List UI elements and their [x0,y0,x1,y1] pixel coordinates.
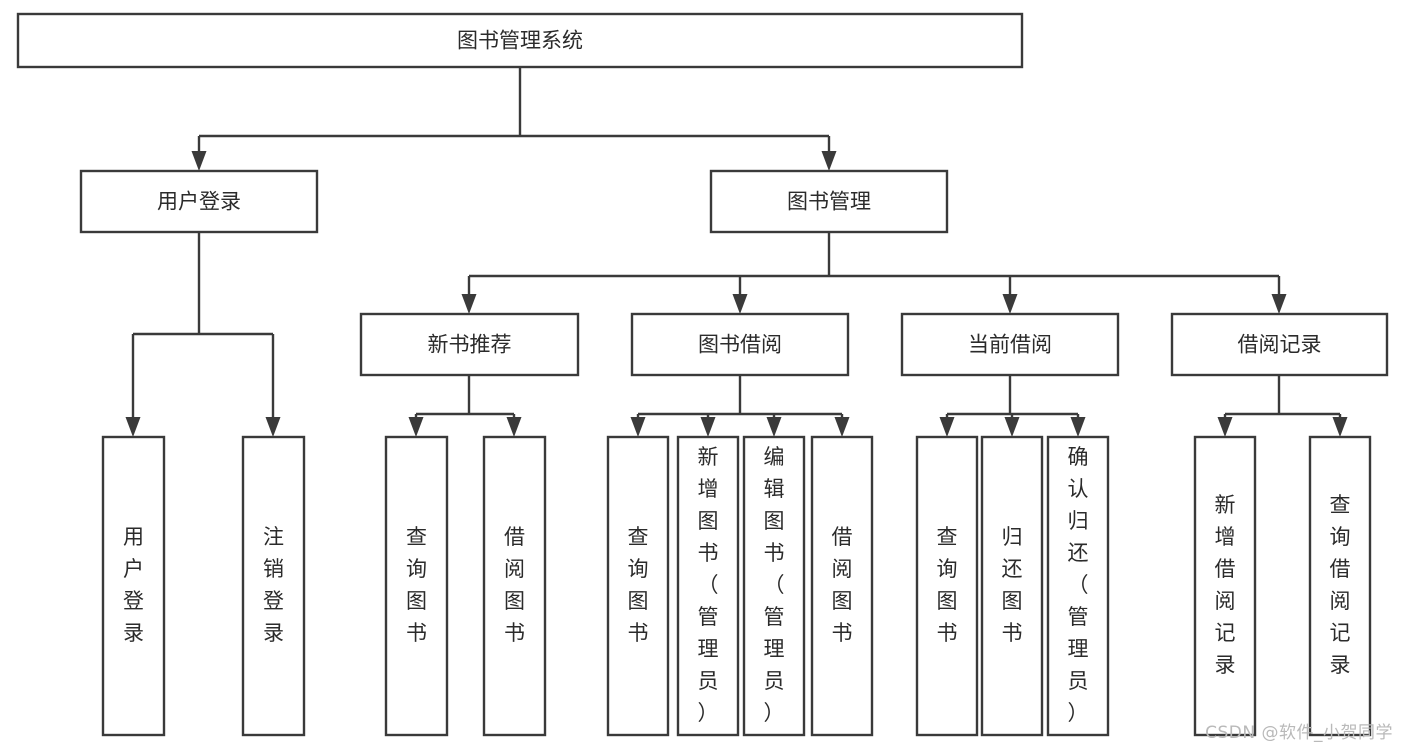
node-l3-3-借阅记录[interactable]: 借阅记录 [1170,312,1389,377]
arrow-head-icon [1271,294,1287,314]
node-root-0-图书管理系统[interactable]: 图书管理系统 [16,12,1024,69]
node-box [810,435,874,737]
arrow-head-icon [408,417,424,437]
arrow-head-icon [125,417,141,437]
node-leaf-6-编辑图书管理员[interactable]: 编辑图书（管理员） [742,435,806,737]
node-label: 用户登录 [157,190,241,214]
node-label: 图书管理系统 [457,29,583,53]
arrow-head-icon [821,151,837,171]
arrow-head-icon [1217,417,1233,437]
node-label: 新增图书（管理员） [698,445,719,725]
node-box [676,435,740,737]
node-leaf-7-借阅图书[interactable]: 借阅图书 [810,435,874,737]
arrow-head-icon [265,417,281,437]
node-box [980,435,1044,737]
node-label: 借阅图书 [504,525,525,645]
node-label: 确认归还（管理员） [1068,445,1089,725]
node-leaf-1-注销登录[interactable]: 注销登录 [241,435,306,737]
node-box [1308,435,1372,737]
node-box [1046,435,1110,737]
node-label: 图书管理 [787,190,871,214]
node-l3-1-图书借阅[interactable]: 图书借阅 [630,312,850,377]
node-box [384,435,449,737]
node-box [900,312,1120,377]
node-l2-0-用户登录[interactable]: 用户登录 [79,169,319,234]
node-label: 用户登录 [123,525,144,645]
node-leaf-12-查询借阅记录[interactable]: 查询借阅记录 [1308,435,1372,737]
arrow-head-icon [1070,417,1086,437]
node-leaf-9-归还图书[interactable]: 归还图书 [980,435,1044,737]
node-box [482,435,547,737]
node-label: 借阅记录 [1238,333,1322,357]
node-l3-2-当前借阅[interactable]: 当前借阅 [900,312,1120,377]
node-box [915,435,979,737]
node-box [79,169,319,234]
arrow-head-icon [461,294,477,314]
node-label: 新增借阅记录 [1215,493,1236,677]
node-box [606,435,670,737]
node-leaf-3-借阅图书[interactable]: 借阅图书 [482,435,547,737]
node-label: 查询图书 [406,525,427,645]
node-leaf-0-用户登录[interactable]: 用户登录 [101,435,166,737]
node-box [16,12,1024,69]
node-leaf-8-查询图书[interactable]: 查询图书 [915,435,979,737]
node-label: 编辑图书（管理员） [764,445,785,725]
node-leaf-2-查询图书[interactable]: 查询图书 [384,435,449,737]
node-leaf-4-查询图书[interactable]: 查询图书 [606,435,670,737]
node-label: 当前借阅 [968,333,1052,357]
node-box [630,312,850,377]
arrow-head-icon [191,151,207,171]
node-label: 图书借阅 [698,333,782,357]
arrow-head-icon [630,417,646,437]
arrow-head-icon [834,417,850,437]
node-leaf-10-确认归还管理员[interactable]: 确认归还（管理员） [1046,435,1110,737]
arrow-head-icon [732,294,748,314]
node-l3-0-新书推荐[interactable]: 新书推荐 [359,312,580,377]
node-leaf-5-新增图书管理员[interactable]: 新增图书（管理员） [676,435,740,737]
node-box [742,435,806,737]
node-label: 查询图书 [628,525,649,645]
arrow-head-icon [506,417,522,437]
node-label: 注销登录 [263,525,284,645]
arrow-head-icon [700,417,716,437]
node-label: 查询借阅记录 [1330,493,1351,677]
node-label: 查询图书 [937,525,958,645]
arrow-head-icon [766,417,782,437]
arrow-head-icon [1002,294,1018,314]
arrow-head-icon [1004,417,1020,437]
connector-lines-layer [125,67,1348,437]
node-box [1170,312,1389,377]
arrow-head-icon [1332,417,1348,437]
node-leaf-11-新增借阅记录[interactable]: 新增借阅记录 [1193,435,1257,737]
arrow-head-icon [939,417,955,437]
node-label: 归还图书 [1002,525,1023,645]
node-box [241,435,306,737]
node-box [709,169,949,234]
node-label: 借阅图书 [832,525,853,645]
diagram-nodes-layer: 图书管理系统用户登录图书管理新书推荐图书借阅当前借阅借阅记录用户登录注销登录查询… [16,12,1389,737]
node-l2-1-图书管理[interactable]: 图书管理 [709,169,949,234]
node-box [1193,435,1257,737]
node-box [359,312,580,377]
node-box [101,435,166,737]
csdn-watermark: CSDN @软件_小贺同学 [1205,723,1393,743]
node-label: 新书推荐 [428,333,512,357]
